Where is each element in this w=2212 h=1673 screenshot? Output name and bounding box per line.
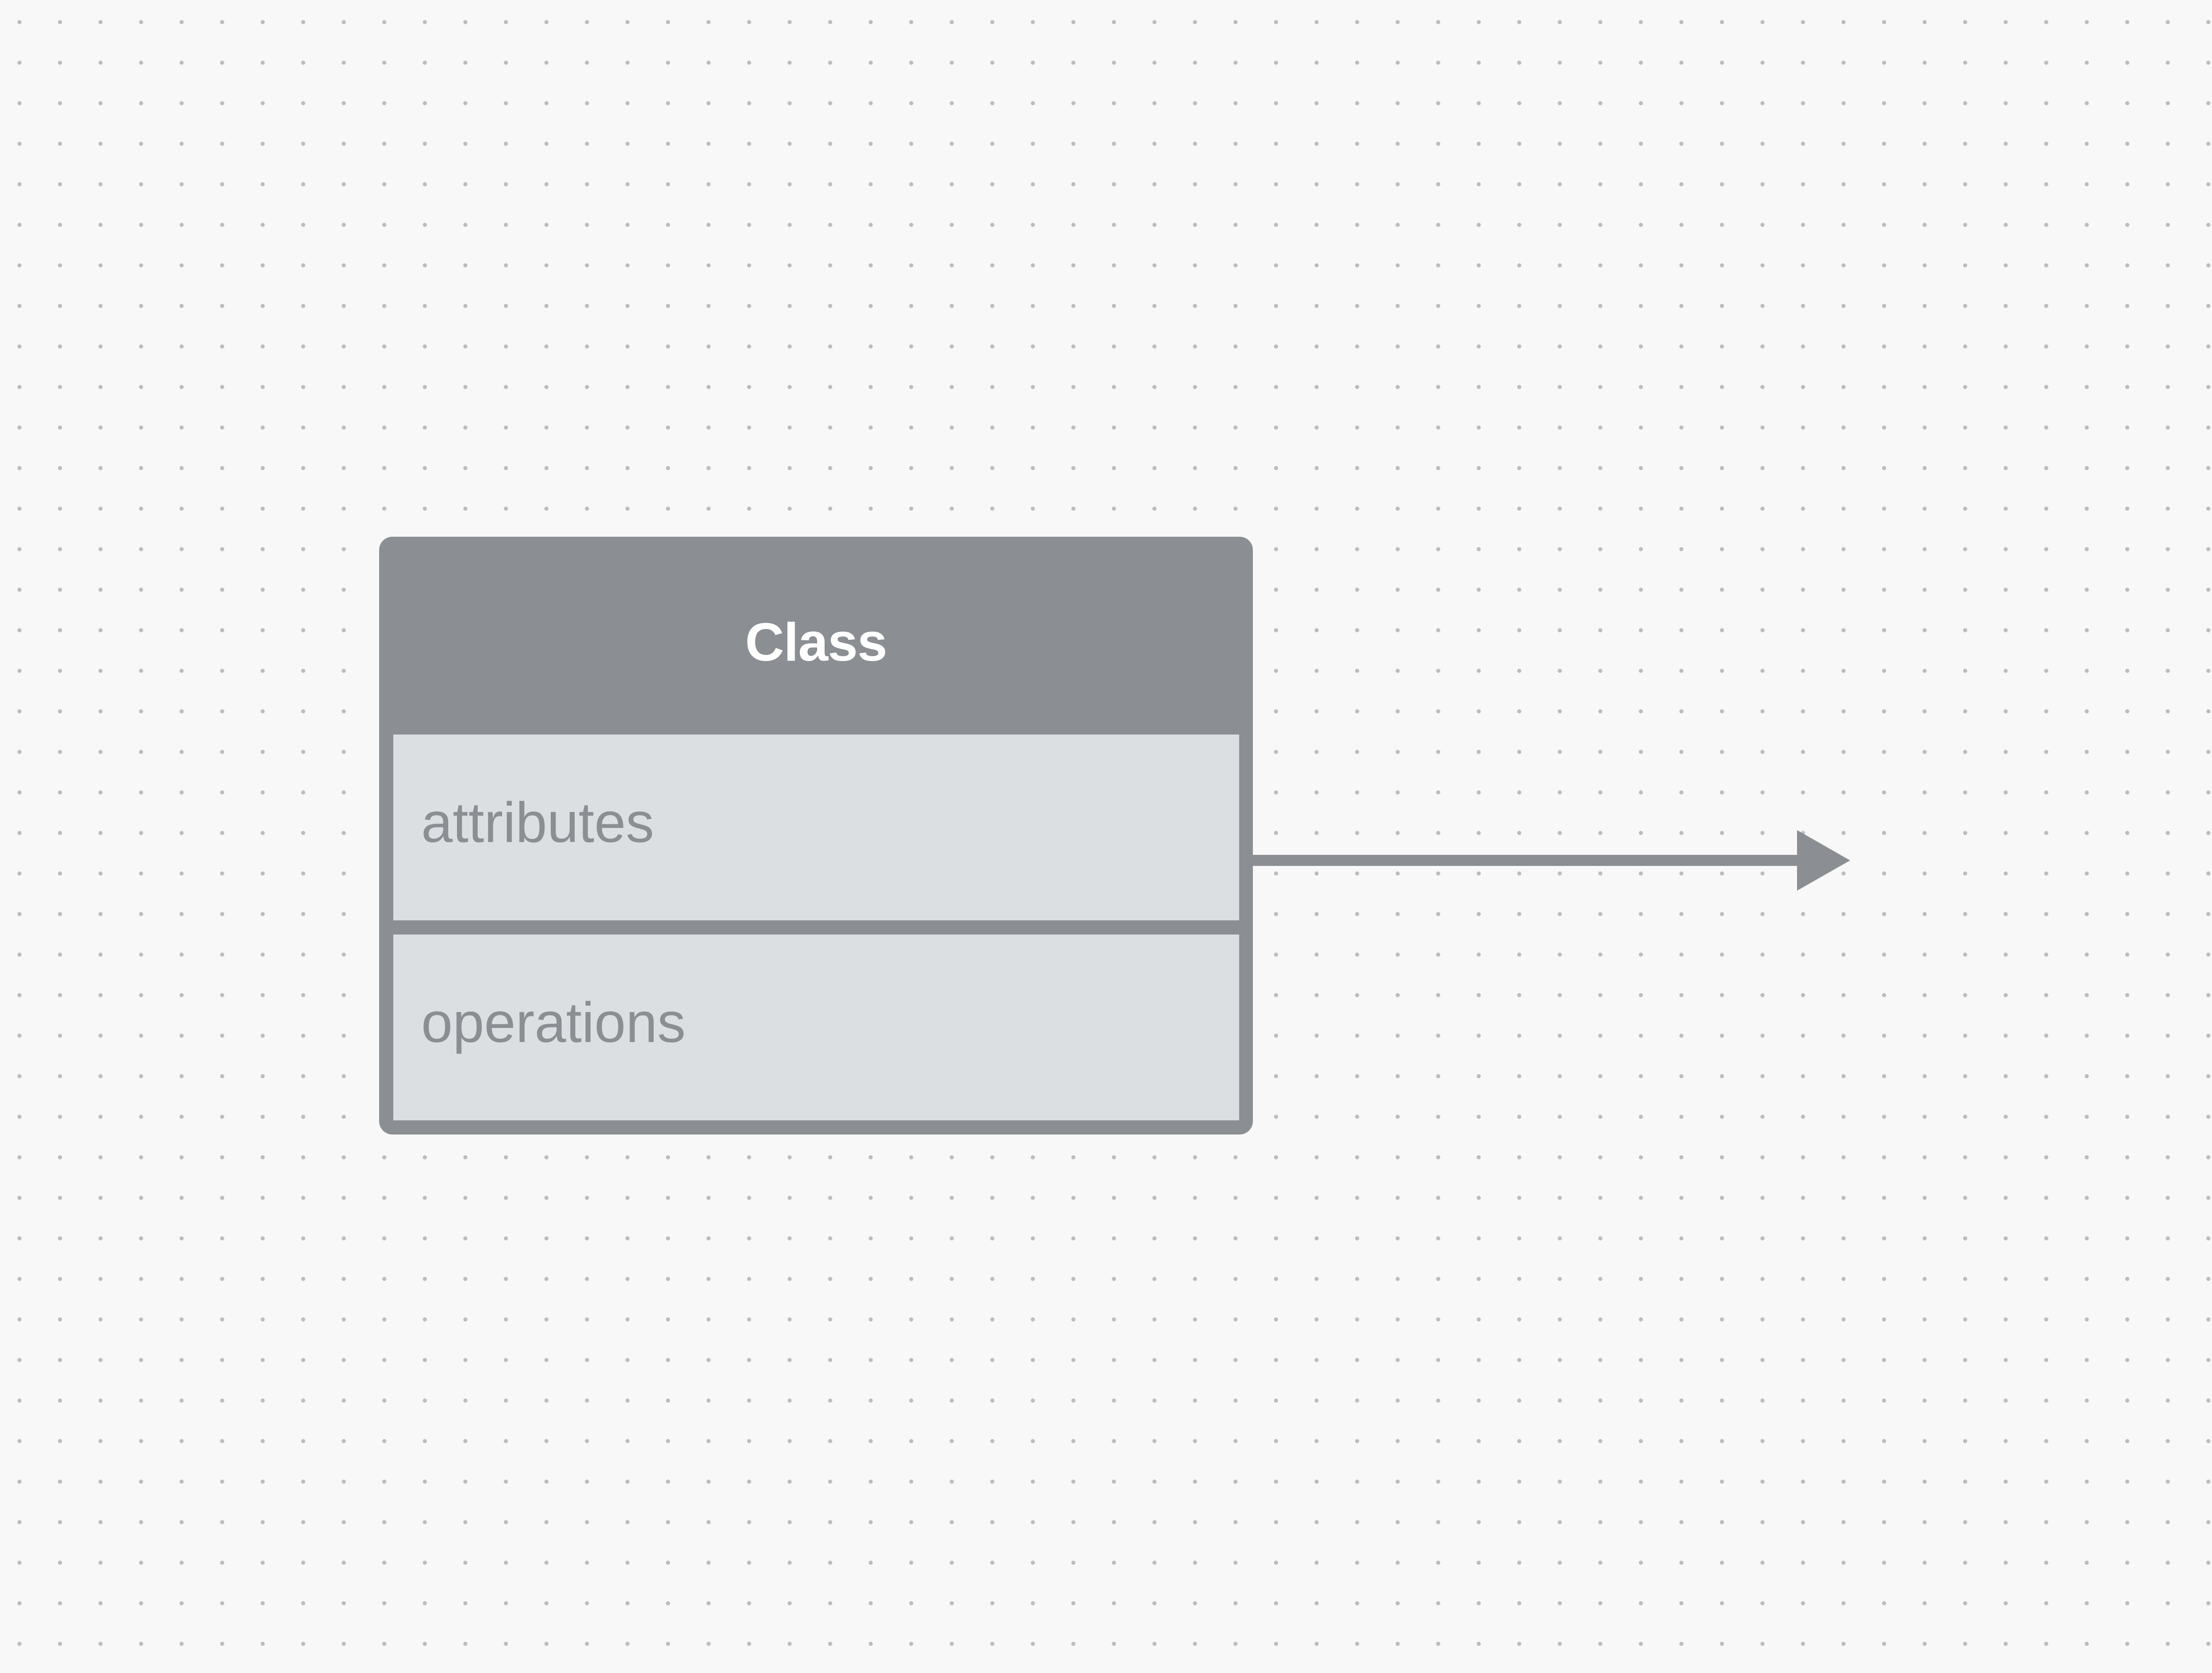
association-arrow[interactable] [1253, 823, 1855, 898]
attributes-compartment[interactable]: attributes [393, 735, 1239, 920]
attributes-label[interactable]: attributes [421, 791, 654, 854]
class-header[interactable]: Class [379, 537, 1253, 735]
arrowhead-icon [1797, 830, 1850, 891]
operations-label[interactable]: operations [421, 991, 686, 1054]
uml-class-shape[interactable]: Class attributes operations [379, 537, 1253, 1135]
operations-compartment[interactable]: operations [393, 935, 1239, 1120]
class-name[interactable]: Class [745, 612, 887, 672]
arrow-line[interactable] [1253, 855, 1801, 866]
